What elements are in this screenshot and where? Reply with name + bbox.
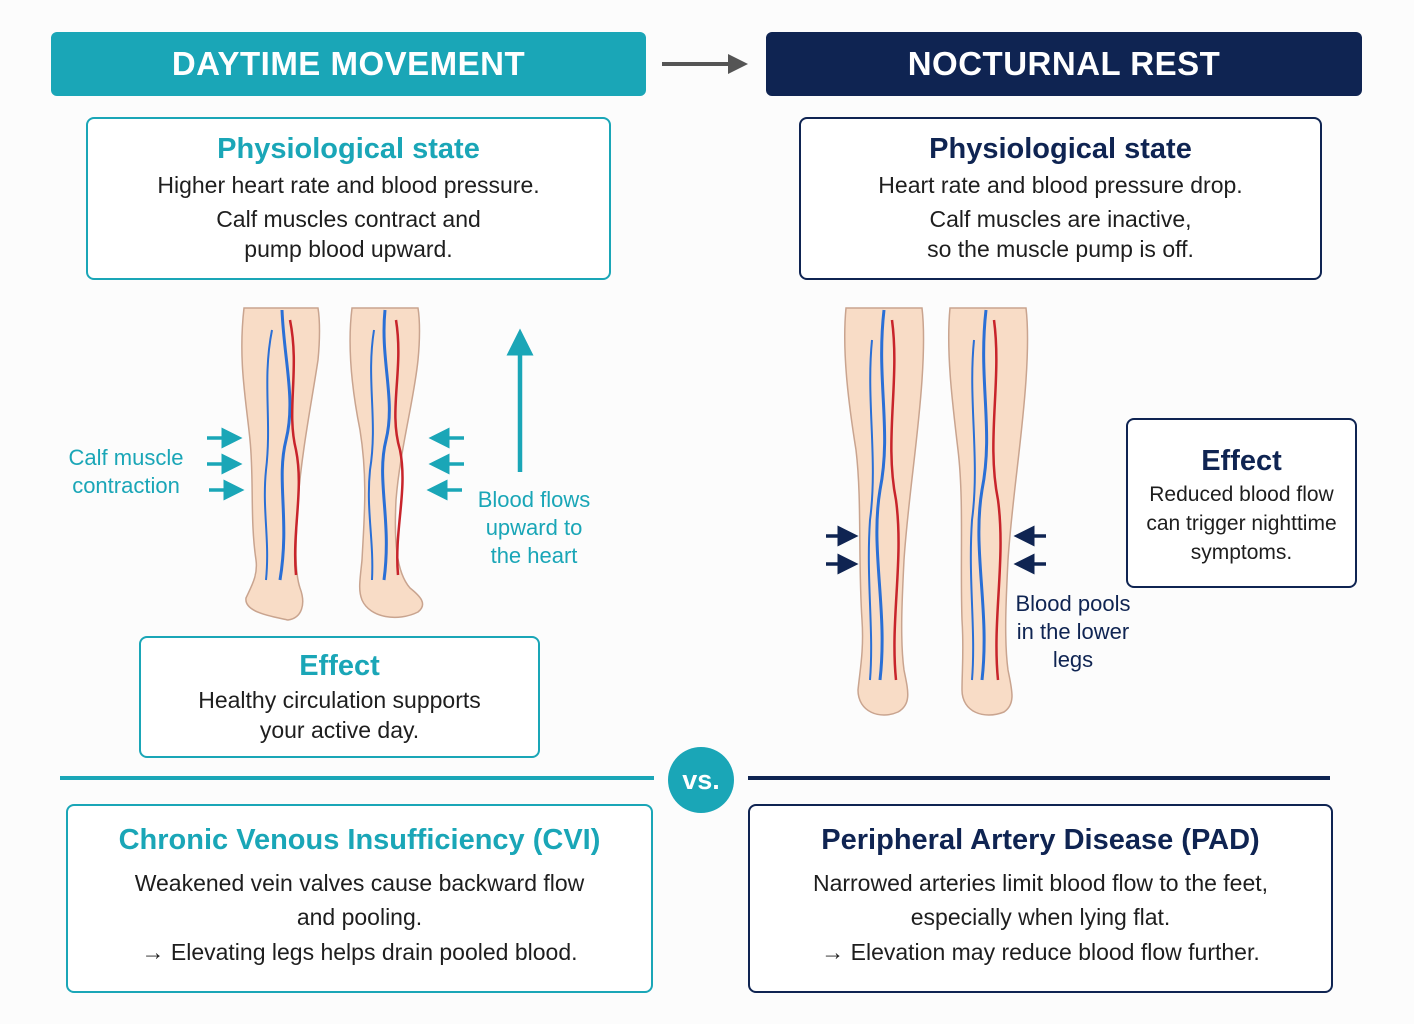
calf-muscle-contraction-label: Calf muscle contraction [68, 445, 184, 498]
daytime-movement-banner: DAYTIME MOVEMENT [51, 32, 646, 96]
cvi-line: Weakened vein valves cause backward flow [134, 870, 585, 896]
cvi-line: and pooling. [296, 904, 423, 930]
nocturnal-state-box: Physiological state Heart rate and blood… [799, 117, 1322, 280]
blood-pools-label: Blood pools in the lower legs [1015, 591, 1131, 672]
daytime-state-title: Physiological state [217, 133, 480, 165]
pad-line: especially when lying flat. [910, 904, 1171, 930]
nocturnal-state-line: so the muscle pump is off. [927, 236, 1194, 262]
right-leg-2 [947, 307, 1029, 716]
pad-note: → Elevation may reduce blood flow furthe… [821, 939, 1260, 965]
pooling-arrows [826, 525, 1046, 575]
daytime-effect-line: Healthy circulation supports [198, 687, 481, 713]
nocturnal-effect-line: can trigger nighttime [1146, 512, 1337, 535]
pad-box: Peripheral Artery Disease (PAD) Narrowed… [748, 804, 1333, 993]
left-leg-2 [349, 307, 424, 619]
daytime-state-line: Higher heart rate and blood pressure. [157, 172, 540, 198]
pad-line: Narrowed arteries limit blood flow to th… [812, 870, 1269, 896]
vs-badge: vs. [668, 747, 734, 813]
daytime-effect-title: Effect [299, 650, 380, 682]
nocturnal-legs-illustration [844, 307, 1029, 716]
daytime-state-box: Physiological state Higher heart rate an… [86, 117, 611, 280]
nocturnal-state-line: Heart rate and blood pressure drop. [878, 172, 1243, 198]
daytime-legs-illustration [241, 307, 424, 621]
daytime-state-line: pump blood upward. [244, 236, 453, 262]
nocturnal-rest-banner: NOCTURNAL REST [766, 32, 1362, 96]
daytime-effect-box: Effect Healthy circulation supports your… [139, 636, 540, 758]
calf-contraction-arrows [207, 427, 464, 501]
cvi-note: → Elevating legs helps drain pooled bloo… [141, 939, 578, 965]
cvi-box: Chronic Venous Insufficiency (CVI) Weake… [66, 804, 653, 993]
nocturnal-effect-box: Effect Reduced blood flow can trigger ni… [1126, 418, 1357, 588]
left-leg-1 [241, 307, 321, 621]
nocturnal-state-title: Physiological state [929, 133, 1192, 165]
nocturnal-state-line: Calf muscles are inactive, [929, 206, 1192, 232]
pad-title: Peripheral Artery Disease (PAD) [821, 824, 1260, 856]
right-leg-1 [844, 307, 925, 716]
daytime-state-line: Calf muscles contract and [216, 206, 481, 232]
nocturnal-effect-line: symptoms. [1190, 541, 1293, 564]
nocturnal-effect-line: Reduced blood flow [1149, 483, 1334, 506]
daytime-effect-line: your active day. [259, 717, 420, 743]
cvi-title: Chronic Venous Insufficiency (CVI) [118, 824, 601, 856]
nocturnal-effect-title: Effect [1201, 445, 1282, 477]
blood-flows-upward-label: Blood flows upward to the heart [477, 487, 591, 568]
